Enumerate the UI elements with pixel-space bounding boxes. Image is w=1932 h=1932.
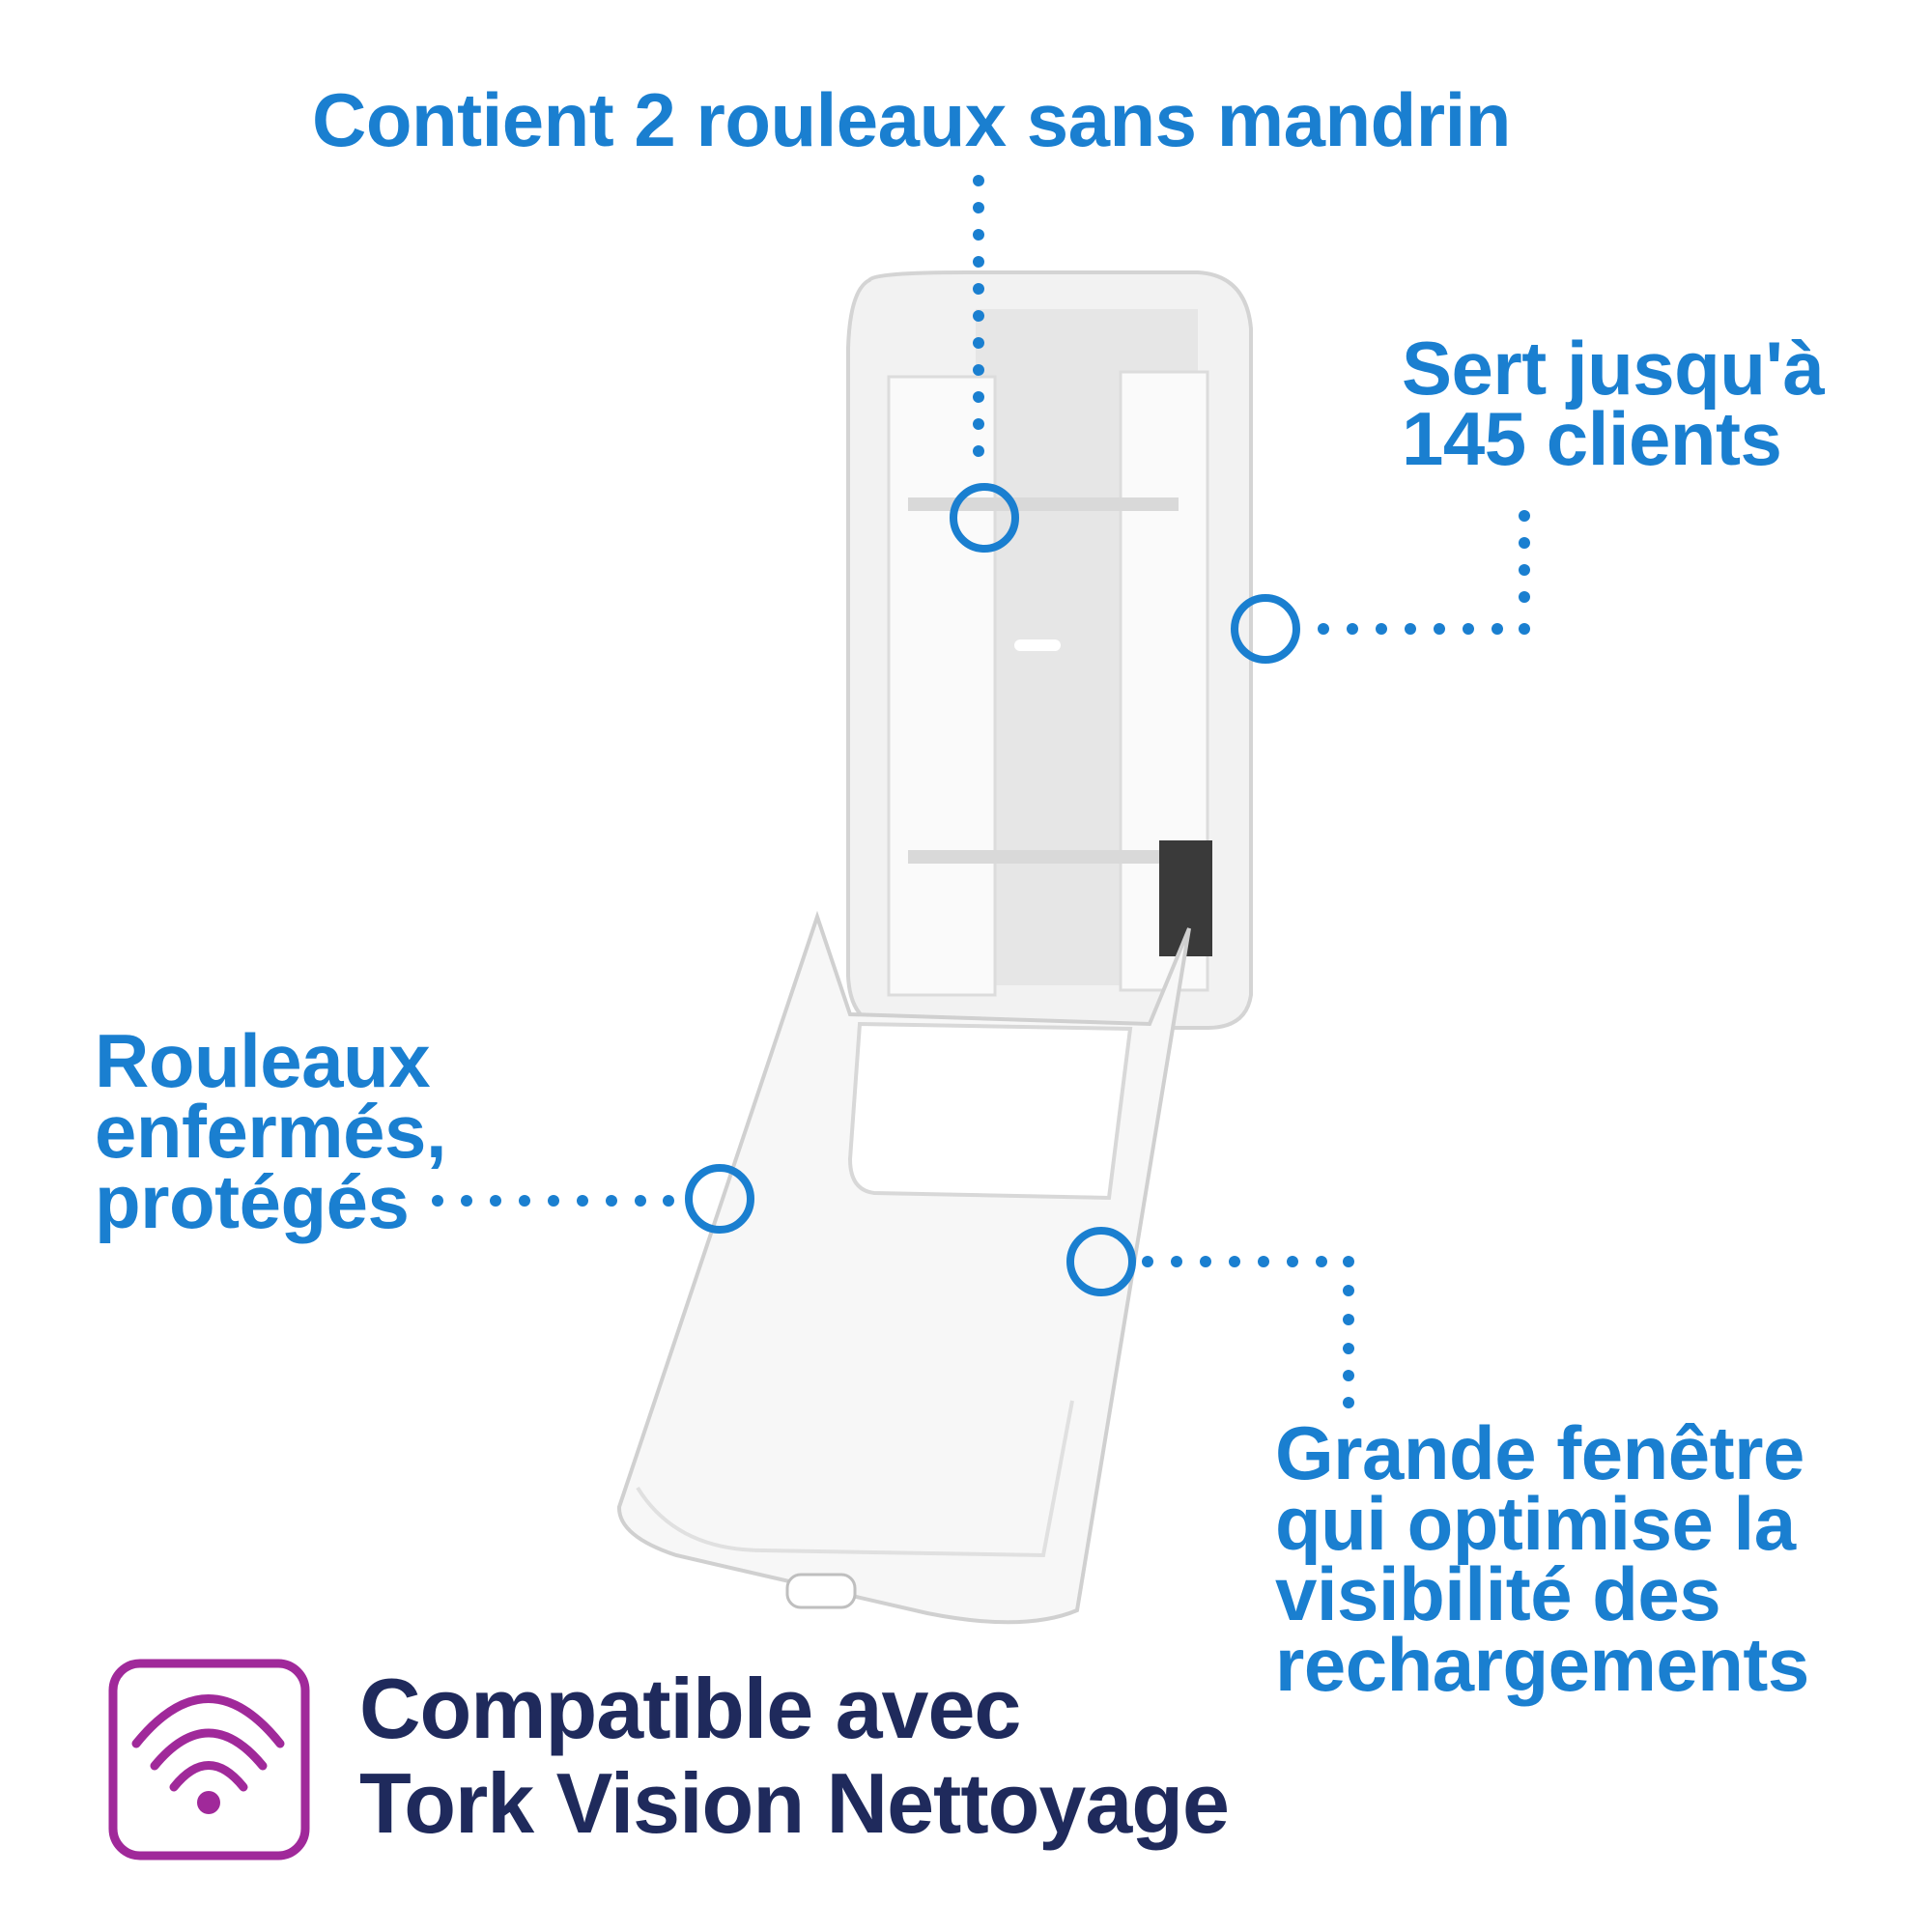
callout-rolls-text: Contient 2 rouleaux sans mandrin bbox=[312, 77, 1511, 162]
callout-window-line: qui optimise la bbox=[1275, 1481, 1796, 1566]
dotted-line-rolls bbox=[973, 175, 984, 457]
callout-rolls: Contient 2 rouleaux sans mandrin bbox=[312, 77, 1511, 162]
dotted-line-enclosed bbox=[432, 1195, 674, 1207]
callout-connectors bbox=[432, 175, 1530, 1408]
callout-enclosed-line: protégés bbox=[95, 1159, 410, 1244]
dotted-line-capacity bbox=[1318, 510, 1530, 635]
compatibility-text: Compatible avec Tork Vision Nettoyage bbox=[359, 1661, 1230, 1851]
hotspot-circle-enclosed bbox=[685, 1164, 754, 1234]
callout-capacity: Sert jusqu'à 145 clients bbox=[1402, 326, 1825, 481]
callout-capacity-line: Sert jusqu'à bbox=[1402, 326, 1825, 411]
hotspot-circle-capacity bbox=[1231, 594, 1300, 664]
callout-enclosed: Rouleaux enfermés, protégés bbox=[95, 1018, 447, 1244]
callout-enclosed-line: Rouleaux bbox=[95, 1018, 431, 1103]
compatibility-line: Tork Vision Nettoyage bbox=[359, 1755, 1230, 1851]
callout-capacity-line: 145 clients bbox=[1402, 396, 1782, 481]
compatibility-line: Compatible avec bbox=[359, 1661, 1021, 1756]
dispenser-image bbox=[616, 270, 1253, 1625]
callout-window: Grande fenêtre qui optimise la visibilit… bbox=[1275, 1410, 1809, 1707]
callout-window-line: visibilité des bbox=[1275, 1551, 1721, 1636]
dotted-line-window bbox=[1142, 1256, 1354, 1408]
wifi-signal-icon bbox=[108, 1659, 310, 1861]
callout-window-line: Grande fenêtre bbox=[1275, 1410, 1804, 1495]
hotspot-circle-rolls bbox=[950, 483, 1019, 553]
callout-window-line: rechargements bbox=[1275, 1622, 1809, 1707]
callout-enclosed-line: enfermés, bbox=[95, 1089, 447, 1174]
hotspot-circle-window bbox=[1066, 1227, 1136, 1296]
